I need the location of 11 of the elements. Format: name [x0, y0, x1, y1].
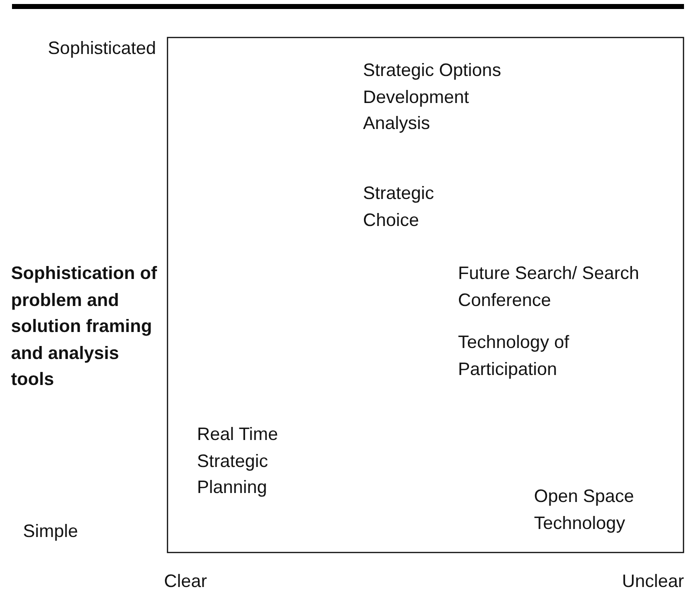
axis-title: Sophistication of problem and solution framing and analysis tools: [11, 262, 158, 391]
axis-end-label: Unclear: [622, 570, 684, 593]
method-label: Open Space Technology: [534, 485, 636, 535]
method-label: Strategic Choice: [363, 182, 436, 232]
method-label: Technology of Participation: [458, 331, 570, 381]
method-label: Strategic Options Development Analysis: [363, 59, 502, 135]
method-label: Future Search/ Search Conference: [458, 262, 640, 312]
axis-end-label: Simple: [23, 520, 78, 543]
axis-end-label: Sophisticated: [48, 37, 156, 60]
axis-end-label: Clear: [164, 570, 208, 593]
method-label: Real Time Strategic Planning: [197, 423, 280, 499]
